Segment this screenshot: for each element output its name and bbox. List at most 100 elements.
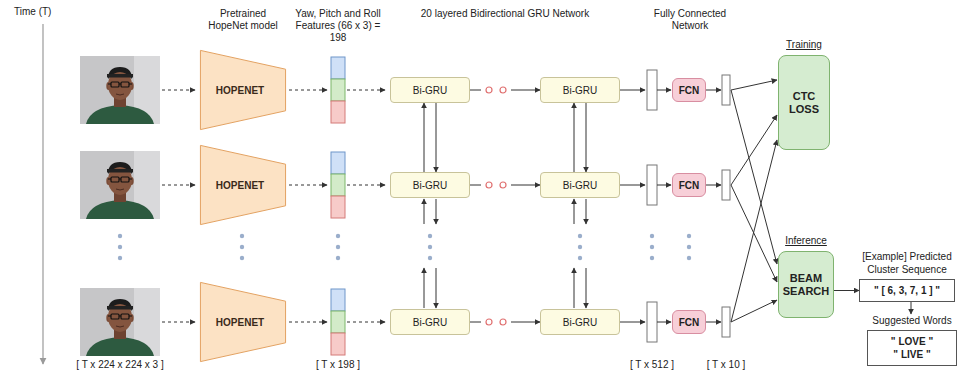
- dot: [118, 256, 122, 260]
- ctc-loss-node: TrainingCTC LOSS: [778, 38, 830, 150]
- dot: [687, 234, 691, 238]
- suggested-words-node: Suggested Words " LOVE "" LIVE ": [866, 314, 958, 366]
- dot: [240, 234, 244, 238]
- block-label: Bi-GRU: [563, 85, 597, 96]
- dimension-label: [ T x 512 ]: [620, 359, 684, 371]
- arrow: [731, 80, 777, 90]
- block-label: Bi-GRU: [413, 317, 447, 328]
- arrow: [424, 268, 425, 308]
- node-heading: [Example] Predicted Cluster Sequence: [852, 250, 962, 276]
- hopenet-block: HOPENET: [200, 282, 286, 362]
- axis-label: Time (T): [14, 6, 74, 18]
- cluster-sequence-node: [Example] Predicted Cluster Sequence " [ …: [852, 250, 962, 302]
- arrow: [586, 199, 587, 224]
- connector: [574, 103, 575, 172]
- arrow: [574, 268, 575, 308]
- output-box: " LOVE "" LIVE ": [867, 330, 957, 366]
- node-heading: Inference: [778, 234, 834, 247]
- rounded-box: CTC LOSS: [778, 55, 830, 150]
- block-label: FCN: [679, 317, 700, 328]
- hopenet-block: HOPENET: [200, 50, 286, 130]
- connector: [834, 290, 859, 291]
- dot: [578, 256, 582, 260]
- arrow: [731, 90, 777, 264]
- rounded-box: BEAM SEARCH: [778, 251, 834, 318]
- dot: [687, 245, 691, 249]
- dot: [336, 256, 340, 260]
- block-label: Bi-GRU: [563, 180, 597, 191]
- output-box: " [ 6, 3, 7, 1 ] ": [859, 279, 955, 302]
- hopenet-block: HOPENET: [200, 145, 286, 225]
- timestep-row: [80, 288, 730, 356]
- block-label: HOPENET: [216, 317, 264, 328]
- arrow: [436, 199, 437, 224]
- node-heading: Training: [778, 38, 830, 51]
- block-label: Bi-GRU: [413, 85, 447, 96]
- box-text: " LOVE ": [871, 335, 953, 348]
- bigru-box: Bi-GRU: [540, 77, 620, 103]
- timestep-row: [80, 56, 730, 124]
- bigru-box: Bi-GRU: [540, 309, 620, 335]
- dot: [428, 256, 432, 260]
- dot: [687, 256, 691, 260]
- dot: [118, 245, 122, 249]
- arrow: [731, 185, 777, 282]
- box-text: " LIVE ": [871, 348, 953, 361]
- block-label: Bi-GRU: [563, 317, 597, 328]
- arrow: [424, 199, 425, 224]
- arrow: [586, 268, 587, 308]
- box-text: CTC LOSS: [782, 90, 826, 116]
- dot: [428, 234, 432, 238]
- connector: [424, 103, 425, 172]
- fcn-box: FCN: [672, 310, 706, 334]
- beam-search-node: InferenceBEAM SEARCH: [778, 234, 834, 318]
- dot: [578, 245, 582, 249]
- trapezoid-outline: [200, 50, 285, 129]
- trapezoid-outline: [200, 282, 285, 361]
- dot: [650, 234, 654, 238]
- trapezoid-outline: [200, 145, 285, 224]
- column-header: Yaw, Pitch and Roll Features (66 x 3) = …: [288, 8, 388, 44]
- block-label: HOPENET: [216, 180, 264, 191]
- dot: [428, 245, 432, 249]
- bigru-box: Bi-GRU: [390, 77, 470, 103]
- block-label: Bi-GRU: [413, 180, 447, 191]
- arrow: [731, 140, 777, 322]
- fcn-box: FCN: [672, 173, 706, 197]
- column-header: 20 layered Bidirectional GRU Network: [420, 8, 590, 20]
- arrow: [436, 268, 437, 308]
- column-header: Fully Connected Network: [647, 8, 733, 32]
- dot: [650, 256, 654, 260]
- dot: [336, 234, 340, 238]
- bigru-box: Bi-GRU: [390, 309, 470, 335]
- block-label: FCN: [679, 85, 700, 96]
- dot: [650, 245, 654, 249]
- ellipsis-dots: [118, 234, 691, 260]
- dimension-label: [ T x 10 ]: [698, 359, 754, 371]
- connector: [911, 302, 912, 314]
- dot: [240, 256, 244, 260]
- arrow: [574, 199, 575, 224]
- box-text: BEAM SEARCH: [782, 272, 830, 298]
- dot: [118, 234, 122, 238]
- arrow: [731, 115, 777, 185]
- dimension-label: [ T x 224 x 224 x 3 ]: [60, 359, 180, 371]
- block-label: HOPENET: [216, 85, 264, 96]
- time-axis: [42, 24, 43, 364]
- fcn-box: FCN: [672, 78, 706, 102]
- dimension-label: [ T x 198 ]: [303, 359, 373, 371]
- dot: [578, 234, 582, 238]
- arrow: [731, 300, 777, 322]
- bigru-box: Bi-GRU: [390, 172, 470, 198]
- timestep-row: [80, 151, 730, 219]
- block-label: FCN: [679, 180, 700, 191]
- column-header: Pretrained HopeNet model: [201, 8, 285, 32]
- connector: [586, 103, 587, 172]
- dot: [240, 245, 244, 249]
- box-text: " [ 6, 3, 7, 1 ] ": [863, 284, 951, 297]
- recurrent-break-arrows: [424, 199, 586, 308]
- connector: [436, 103, 437, 172]
- node-heading: Suggested Words: [866, 314, 958, 327]
- dot: [336, 245, 340, 249]
